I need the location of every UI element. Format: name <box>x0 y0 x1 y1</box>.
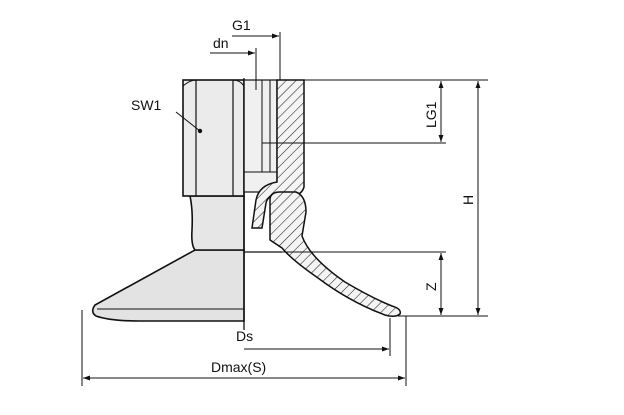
lg1-label: LG1 <box>423 101 439 128</box>
sw1-leader <box>175 111 201 132</box>
hex-nut-chamfer-top <box>182 79 245 87</box>
z-label: Z <box>423 282 439 291</box>
fitting-section-hatch <box>251 79 305 229</box>
sw1-label: SW1 <box>131 97 162 113</box>
hex-nut-body <box>182 79 245 197</box>
h-label: H <box>460 195 476 205</box>
thread-bore <box>243 79 278 193</box>
cup-lip-outer <box>91 249 245 322</box>
ds-label: Ds <box>236 328 253 344</box>
dmax-label: Dmax(S) <box>211 359 266 375</box>
dn-label: dn <box>213 35 229 51</box>
g1-label: G1 <box>232 17 251 33</box>
cup-section-hatch <box>269 191 402 318</box>
neck-outer <box>189 195 245 251</box>
